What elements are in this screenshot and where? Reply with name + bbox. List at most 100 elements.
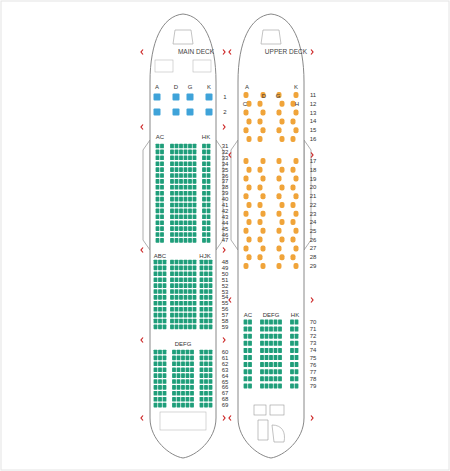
seat xyxy=(200,373,204,378)
seat xyxy=(154,391,158,396)
seat xyxy=(247,101,252,107)
row-number: 56 xyxy=(222,306,229,312)
seat xyxy=(209,356,213,361)
row-number: 1 xyxy=(223,94,226,100)
seat xyxy=(179,313,183,318)
seat xyxy=(193,289,197,294)
seat xyxy=(154,313,158,318)
seat xyxy=(206,109,213,116)
seat xyxy=(186,373,190,378)
seat xyxy=(181,397,185,402)
seat xyxy=(294,176,299,182)
seat xyxy=(277,92,282,98)
row-number: 58 xyxy=(222,318,229,324)
seat xyxy=(247,136,252,142)
seat xyxy=(248,320,252,325)
seat xyxy=(154,301,158,306)
seat xyxy=(188,220,192,225)
seat xyxy=(158,391,162,396)
stairs xyxy=(258,420,285,442)
seat xyxy=(188,266,192,271)
seat xyxy=(184,232,188,237)
exit-arrow xyxy=(223,248,225,253)
seat xyxy=(163,397,167,402)
seat xyxy=(207,197,211,202)
seat xyxy=(247,237,252,243)
seat xyxy=(179,272,183,277)
seat xyxy=(200,356,204,361)
seat xyxy=(291,101,296,107)
seat xyxy=(265,320,269,325)
seat xyxy=(184,260,188,265)
seat-letter: G xyxy=(276,93,281,99)
seat xyxy=(207,191,211,196)
seat xyxy=(170,209,174,214)
seat xyxy=(278,348,282,353)
seat xyxy=(156,185,160,190)
seat-letter: K xyxy=(294,84,298,90)
exit-arrow xyxy=(311,153,313,158)
seat xyxy=(179,289,183,294)
seat xyxy=(175,179,179,184)
seat xyxy=(154,319,158,324)
seat xyxy=(184,161,188,166)
seat xyxy=(184,272,188,277)
seat xyxy=(202,197,206,202)
seat xyxy=(290,334,294,339)
seat xyxy=(209,277,213,282)
seat xyxy=(179,295,183,300)
seat xyxy=(204,373,208,378)
seat xyxy=(156,220,160,225)
seat xyxy=(188,203,192,208)
seat xyxy=(170,226,174,231)
seat xyxy=(274,334,278,339)
row-number: 18 xyxy=(310,167,317,173)
seat xyxy=(156,203,160,208)
seat xyxy=(188,289,192,294)
seat xyxy=(173,109,180,116)
seat xyxy=(202,144,206,149)
seat xyxy=(277,263,282,269)
seat xyxy=(188,238,192,243)
seat xyxy=(277,193,282,199)
seat xyxy=(156,197,160,202)
seat xyxy=(207,150,211,155)
seat xyxy=(170,161,174,166)
row-number: 19 xyxy=(310,176,317,182)
seat xyxy=(193,156,197,161)
seat xyxy=(160,173,164,178)
seat xyxy=(247,202,252,208)
seat xyxy=(207,167,211,172)
seat xyxy=(204,307,208,312)
seat-letter: HJK xyxy=(199,253,210,259)
seat xyxy=(177,385,181,390)
seat xyxy=(248,383,252,388)
seat-letter: D xyxy=(174,84,178,90)
seat xyxy=(179,173,183,178)
row-number: 25 xyxy=(310,228,317,234)
seat xyxy=(261,263,266,269)
seat xyxy=(158,301,162,306)
seat xyxy=(258,202,263,208)
seat xyxy=(190,391,194,396)
seat xyxy=(184,319,188,324)
row-number: 49 xyxy=(222,265,229,271)
seat xyxy=(193,191,197,196)
seat xyxy=(193,277,197,282)
seat xyxy=(160,238,164,243)
row-number: 77 xyxy=(310,369,317,375)
seat xyxy=(248,362,252,367)
seat xyxy=(163,373,167,378)
seat xyxy=(188,191,192,196)
seat xyxy=(261,158,266,164)
row-number: 79 xyxy=(310,383,317,389)
seat xyxy=(158,367,162,372)
seat xyxy=(154,277,158,282)
seat xyxy=(260,341,264,346)
seat xyxy=(184,215,188,220)
seat xyxy=(247,184,252,190)
seat-letter: HK xyxy=(291,312,299,318)
seat xyxy=(193,319,197,324)
seat xyxy=(154,260,158,265)
seat xyxy=(175,173,179,178)
